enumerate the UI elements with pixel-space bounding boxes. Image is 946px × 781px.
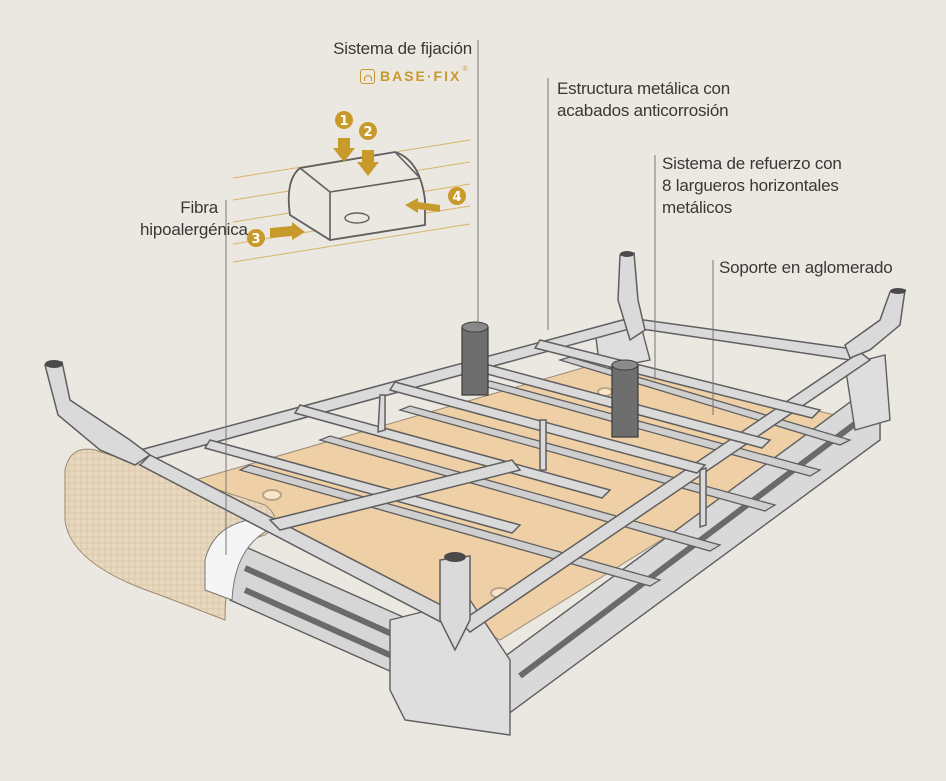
corner-block-right [844,354,891,431]
label-metal-structure: Estructura metálica con acabados anticor… [557,78,730,122]
label-fixing-system: Sistema de fijación [333,39,472,58]
step-badges: 1 2 3 4 [247,111,466,247]
label-fiber-line1: Fibra [180,198,218,217]
label-fiber-line2: hipoalergénica [140,220,248,239]
label-fiber: Fibra hipoalergénica [140,197,248,241]
legs [461,321,639,438]
label-reinf-line3: metálicos [662,198,733,217]
label-reinf-line2: 8 largueros horizontales [662,176,839,195]
base-fix-logo: BASE·FIX ® [360,66,468,86]
label-reinf-line1: Sistema de refuerzo con [662,154,842,173]
step-3: 3 [251,232,260,247]
step-2: 2 [363,125,372,140]
step-1: 1 [339,114,348,129]
label-reinforcement: Sistema de refuerzo con 8 largueros hori… [662,153,842,219]
label-metal-line2: acabados anticorrosión [557,101,729,120]
label-support: Soporte en aglomerado [719,258,893,277]
step-4: 4 [452,190,461,205]
base-fix-badge-icon [360,68,375,84]
corner-brackets [44,252,906,652]
registered-mark: ® [462,66,468,73]
base-fix-inset: 1 2 3 4 [232,111,471,263]
bracket-caps [45,251,906,562]
label-metal-line1: Estructura metálica con [557,79,731,98]
fixing-bracket [287,151,426,241]
callout-lines [225,40,714,555]
logo-text: BASE·FIX [380,68,462,84]
step-arrows [270,138,440,240]
metal-frame [138,317,872,633]
